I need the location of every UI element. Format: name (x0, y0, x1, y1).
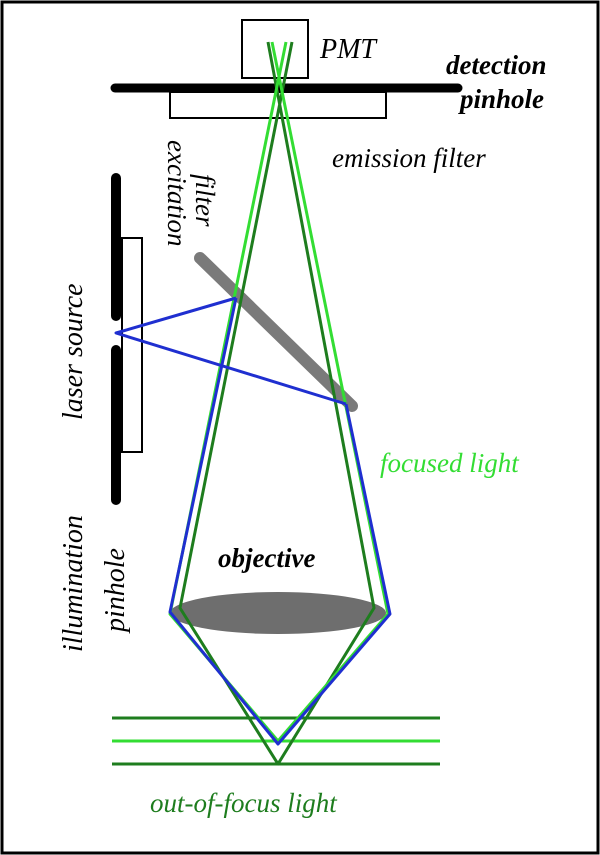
pmt-label: PMT (319, 34, 378, 65)
excitation-filter-label-line2: filter (190, 174, 220, 227)
objective-lens (170, 592, 386, 634)
excitation-filter-box (121, 237, 143, 453)
emission-filter-label: emission filter (332, 143, 486, 173)
laser-beam-to-sample (168, 297, 392, 746)
out-of-focus-light-beam (178, 41, 376, 766)
illumination-pinhole-label-line2: pinhole (100, 548, 131, 634)
dichroic-mirror (194, 252, 358, 412)
detection-pinhole-label-line2: pinhole (458, 84, 544, 114)
excitation-filter-label-line1: excitation (162, 140, 192, 246)
out-of-focus-light-label: out-of-focus light (150, 788, 338, 818)
illumination-pinhole-label-line1: illumination (58, 515, 89, 652)
laser-beam-from-source (114, 296, 347, 406)
detection-pinhole-label-line1: detection (446, 50, 546, 80)
pmt-box (241, 19, 309, 79)
laser-source-label: laser source (58, 283, 89, 420)
focused-light-label: focused light (380, 448, 520, 478)
objective-label: objective (218, 543, 315, 573)
